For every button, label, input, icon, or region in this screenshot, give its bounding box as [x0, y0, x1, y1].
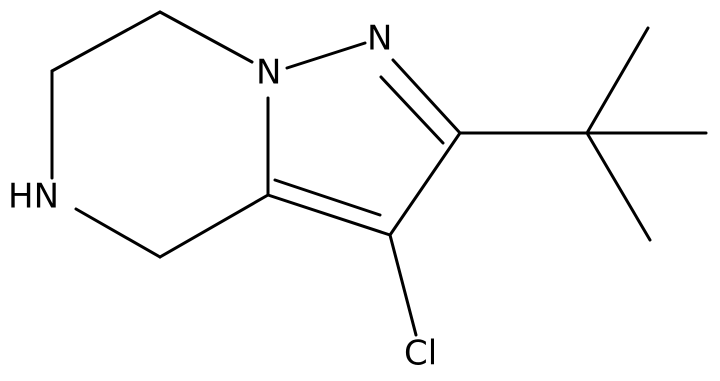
bond-ring-c7-c6: [50, 10, 162, 73]
atom-label-nh: HN: [8, 177, 59, 217]
bonds: [50, 10, 708, 337]
bond-ring-c4-c3a: [158, 193, 270, 259]
bond-c3-cl: [388, 233, 418, 337]
atom-label-n-ring: N: [256, 53, 281, 93]
atom-label-n-pyrazole: N: [367, 19, 392, 59]
bond-n1-n2: [285, 41, 367, 70]
atom-label-cl: Cl: [404, 334, 437, 374]
bond-c3-c3a: [266, 193, 392, 237]
bond-cquat-me1: [585, 26, 650, 135]
bond-c3-c3a-double: [273, 178, 382, 217]
bond-ring-nh-c4: [74, 207, 162, 259]
bond-ring-c7-n1: [158, 10, 254, 64]
bond-n2-c2: [391, 58, 462, 135]
bond-n2-c2-double: [379, 75, 445, 145]
bond-cquat-me3: [585, 131, 652, 242]
bond-c2-c3: [388, 131, 462, 237]
atom-labels: N N HN Cl: [8, 19, 437, 374]
